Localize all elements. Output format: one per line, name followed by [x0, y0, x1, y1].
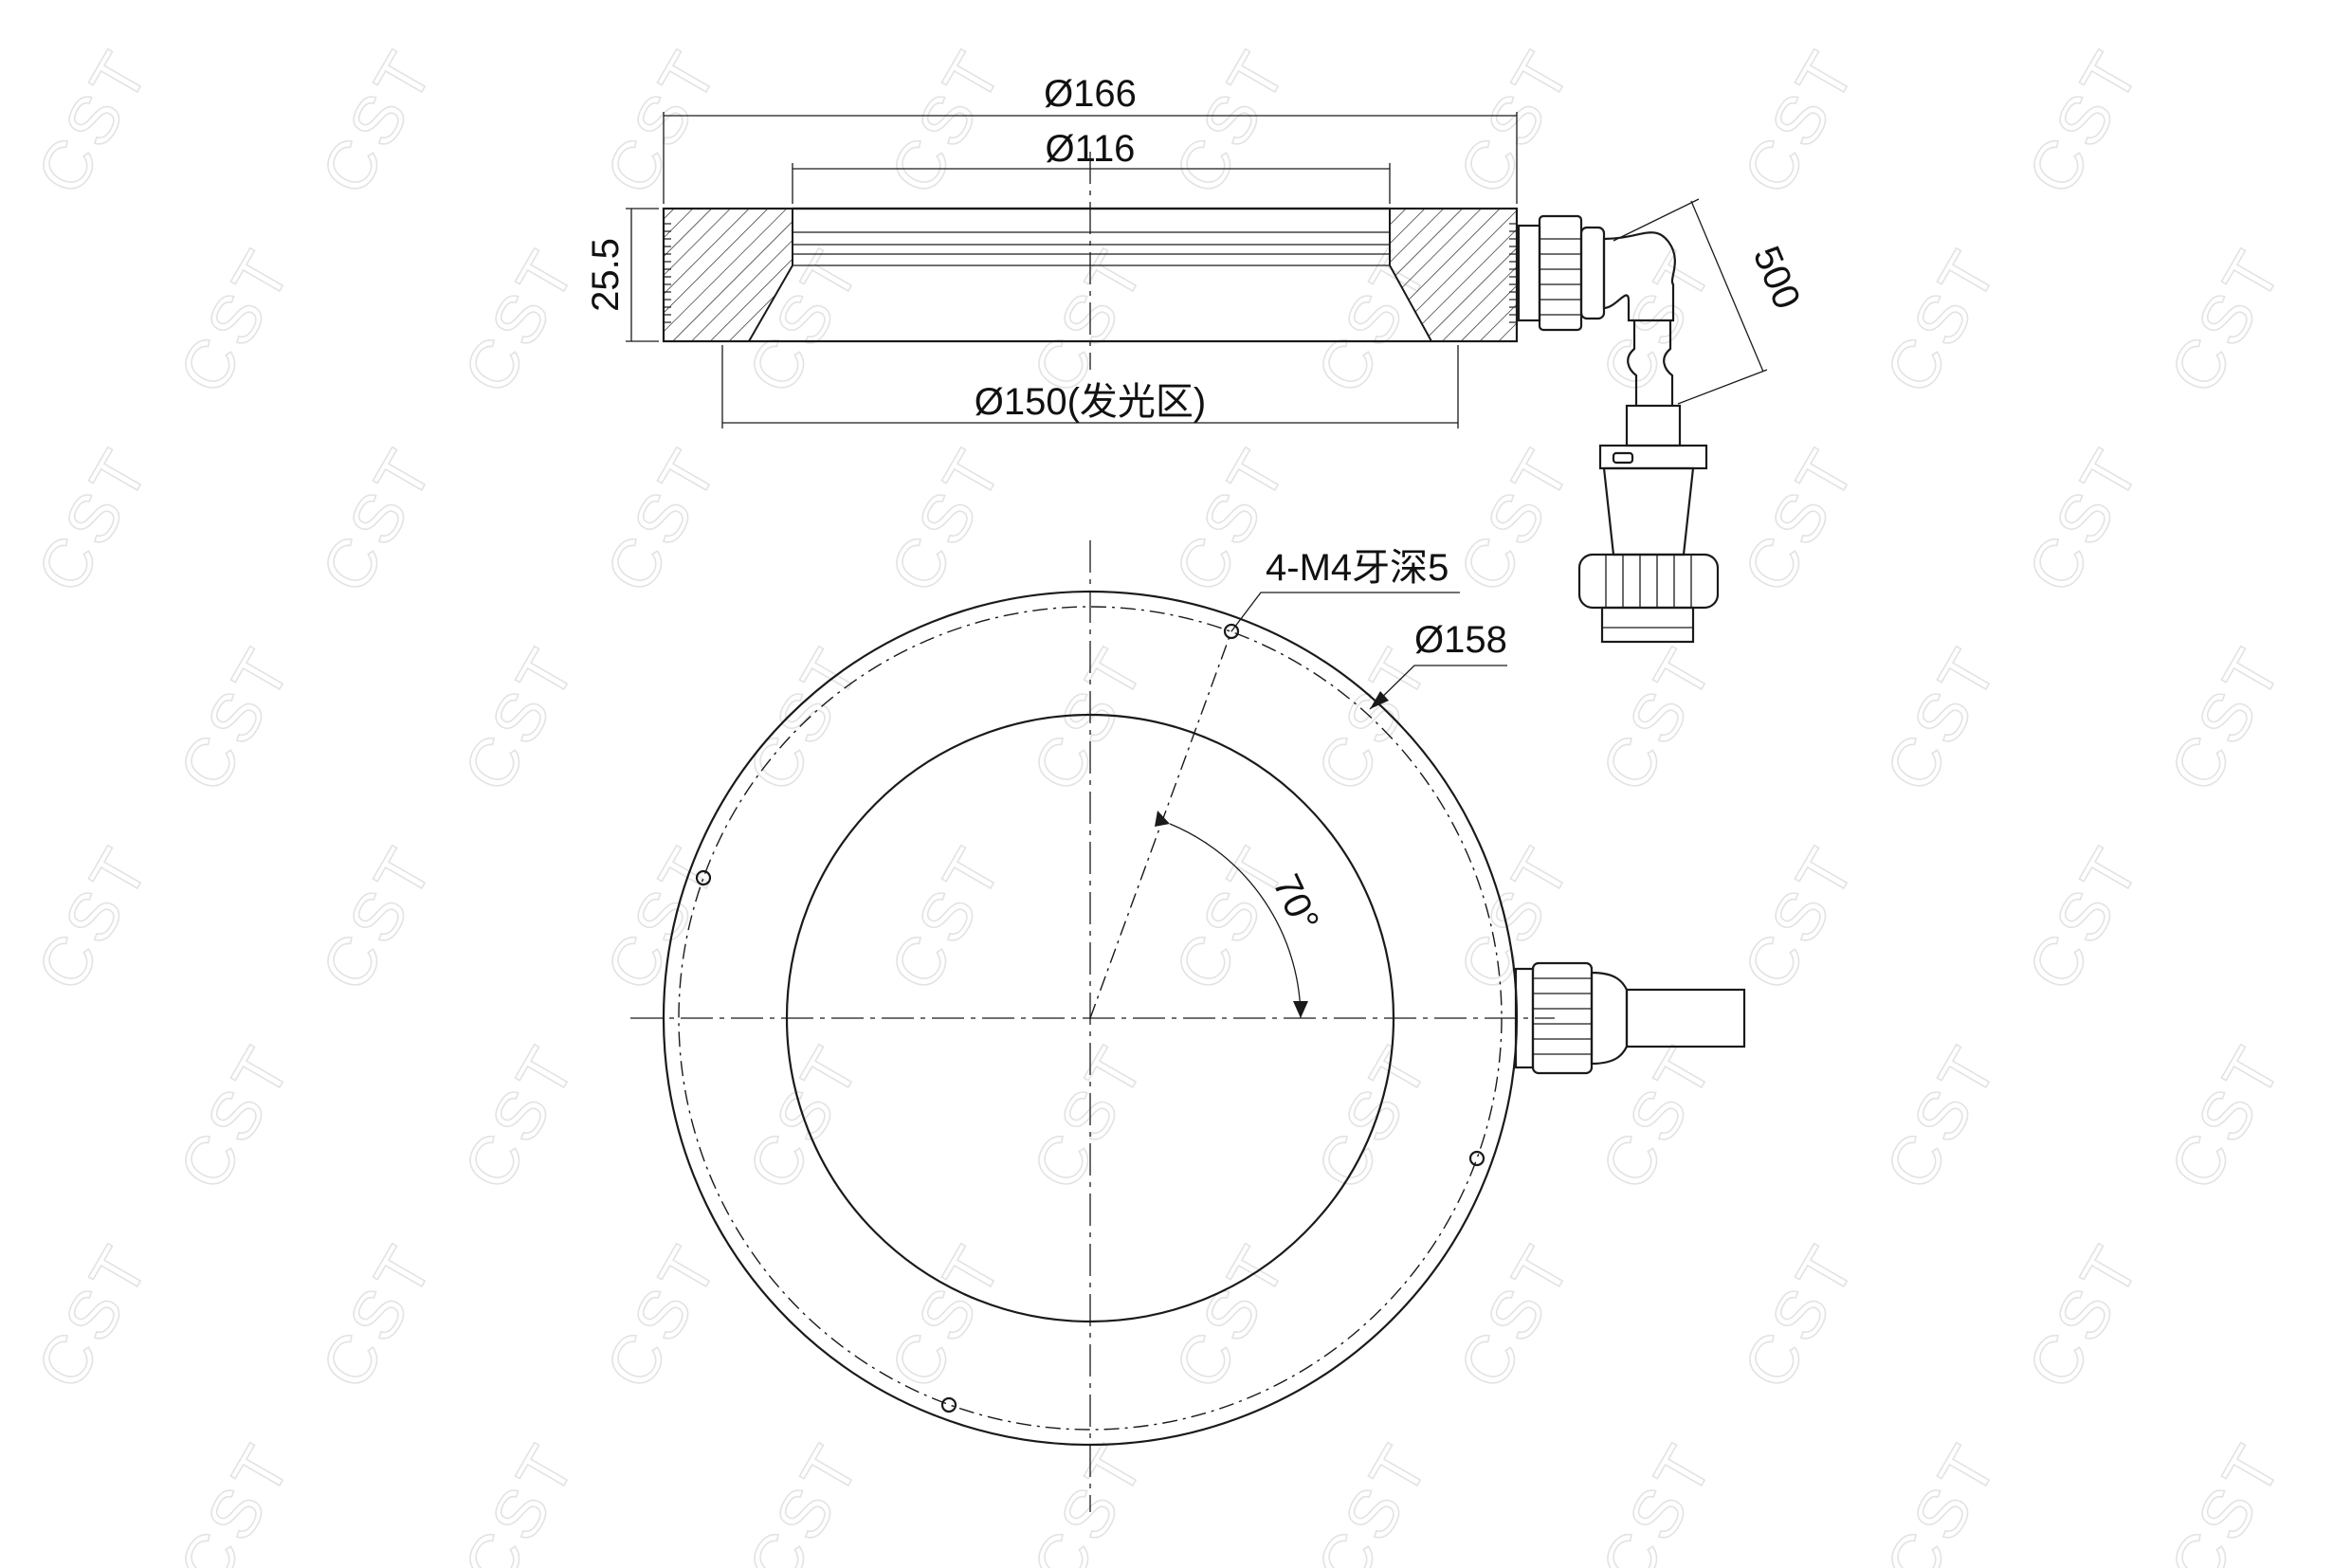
watermark-text: CST	[165, 1430, 307, 1568]
watermark-text: CST	[876, 1231, 1018, 1401]
mount-hole-4	[940, 1396, 957, 1413]
watermark-text: CST	[2014, 36, 2156, 207]
angle-arrow-bottom	[1293, 1001, 1308, 1018]
watermark-text: CST	[1018, 1031, 1160, 1202]
dim-500-ext-bottom	[1677, 369, 1768, 405]
angle-arrow-top	[1155, 811, 1170, 827]
watermark-text: CST	[2156, 1430, 2298, 1568]
watermark-text: CST	[1160, 36, 1303, 207]
watermark-text: CST	[1445, 434, 1587, 605]
dim-inner-diameter: Ø116	[1046, 128, 1136, 170]
front-cable	[1625, 988, 1746, 1048]
watermark-text: CST	[1729, 1231, 1871, 1401]
watermark-text: CST	[2014, 832, 2156, 1003]
watermark-text: CST	[449, 1430, 592, 1568]
watermark-text: CST	[734, 1031, 876, 1202]
watermark-text: CST	[2156, 633, 2298, 804]
dim-500-ext-top	[1613, 198, 1700, 242]
watermark-text: CST	[23, 36, 165, 207]
plug-collar	[1598, 444, 1708, 470]
watermark-text: CST	[23, 832, 165, 1003]
side-view: Ø166 Ø116 25.5 Ø150(发光区)	[585, 73, 1809, 644]
watermark-text: CST	[307, 36, 449, 207]
watermark-text: CST	[23, 1231, 165, 1401]
connector-gland	[1579, 226, 1606, 320]
mount-hole-circle	[678, 606, 1503, 1431]
plug-body	[1602, 466, 1695, 556]
watermark-text: CST	[592, 832, 734, 1003]
plug-tip	[1600, 606, 1695, 644]
plug-coupling-ring	[1577, 553, 1720, 610]
watermark-text: CST	[449, 235, 592, 406]
watermark-text: CST	[307, 1231, 449, 1401]
mount-holes-callout: 4-M4牙深5	[1266, 547, 1449, 589]
watermark-text: CST	[1729, 434, 1871, 605]
left-section-hatch	[663, 208, 793, 342]
watermark-text: CST	[1587, 1430, 1729, 1568]
cable-sleeve	[1625, 404, 1682, 447]
watermark-text: CST	[1160, 1231, 1303, 1401]
dim-height: 25.5	[585, 238, 627, 312]
inner-emitting-circle	[785, 713, 1395, 1323]
watermark-text: CST	[2014, 1231, 2156, 1401]
dim-500-line	[1690, 200, 1764, 373]
dim-outer-diameter: Ø166	[1044, 73, 1137, 115]
watermark-text: CST	[1303, 1031, 1445, 1202]
plug-latch	[1612, 451, 1634, 465]
watermark-text: CST	[1871, 633, 2014, 804]
watermark-text: CST	[1871, 235, 2014, 406]
watermark-text: CST	[1445, 36, 1587, 207]
watermark-text: CST	[165, 235, 307, 406]
side-connector	[1517, 214, 1720, 644]
right-section-hatch	[1389, 208, 1518, 342]
connector-flange	[1517, 224, 1541, 322]
watermark-text: CST	[592, 434, 734, 605]
watermark-text: CST	[1303, 1430, 1445, 1568]
dim-emitting-area: Ø150(发光区)	[975, 381, 1207, 423]
watermark-text: CST	[307, 832, 449, 1003]
cable-elbow	[1602, 231, 1676, 322]
knurl-right	[1509, 223, 1517, 323]
cable-left-edge	[1627, 320, 1638, 406]
watermark-text: CST	[592, 36, 734, 207]
connector-nut	[1538, 214, 1583, 332]
watermark-text: CST	[449, 633, 592, 804]
watermark-text: CST	[23, 434, 165, 605]
mount-hole-2	[695, 869, 712, 886]
watermark-text: CST	[734, 633, 876, 804]
watermark-text: CST	[165, 633, 307, 804]
watermark-text: CST	[1587, 1031, 1729, 1202]
watermark-text: CST	[592, 1231, 734, 1401]
hole-circle-leader	[1369, 665, 1507, 710]
watermark-text: CST	[876, 36, 1018, 207]
hole-circle-arrow	[1370, 691, 1389, 709]
watermark-text: CST	[449, 1031, 592, 1202]
watermark-text: CST	[165, 1031, 307, 1202]
watermark-text: CST	[1587, 633, 1729, 804]
watermark-text: CST	[734, 1430, 876, 1568]
watermark-text: CST	[1729, 832, 1871, 1003]
watermark-text: CST	[307, 434, 449, 605]
mount-hole-3	[1468, 1150, 1485, 1167]
watermark-text: CST	[2156, 1031, 2298, 1202]
watermark-text: CST	[1445, 1231, 1587, 1401]
watermark-text: CST	[1018, 1430, 1160, 1568]
angle-arc	[1169, 823, 1302, 1019]
watermark-text: CST	[1871, 1430, 2014, 1568]
dim-cable-length: 500	[1745, 241, 1809, 316]
mount-hole-1	[1223, 623, 1240, 640]
watermark-text: CST	[876, 434, 1018, 605]
watermark-text: CST	[2156, 235, 2298, 406]
watermark-text: CST	[876, 832, 1018, 1003]
front-connector-gland	[1590, 971, 1629, 1066]
knurl-left	[664, 223, 671, 323]
hole-circle-callout: Ø158	[1414, 619, 1507, 661]
front-connector	[1514, 961, 1746, 1075]
watermark-text: CST	[2014, 434, 2156, 605]
mount-holes-leader	[1230, 592, 1460, 632]
cable-right-edge	[1663, 320, 1674, 406]
watermark-text: CST	[1729, 36, 1871, 207]
watermark-text: CST	[1871, 1031, 2014, 1202]
